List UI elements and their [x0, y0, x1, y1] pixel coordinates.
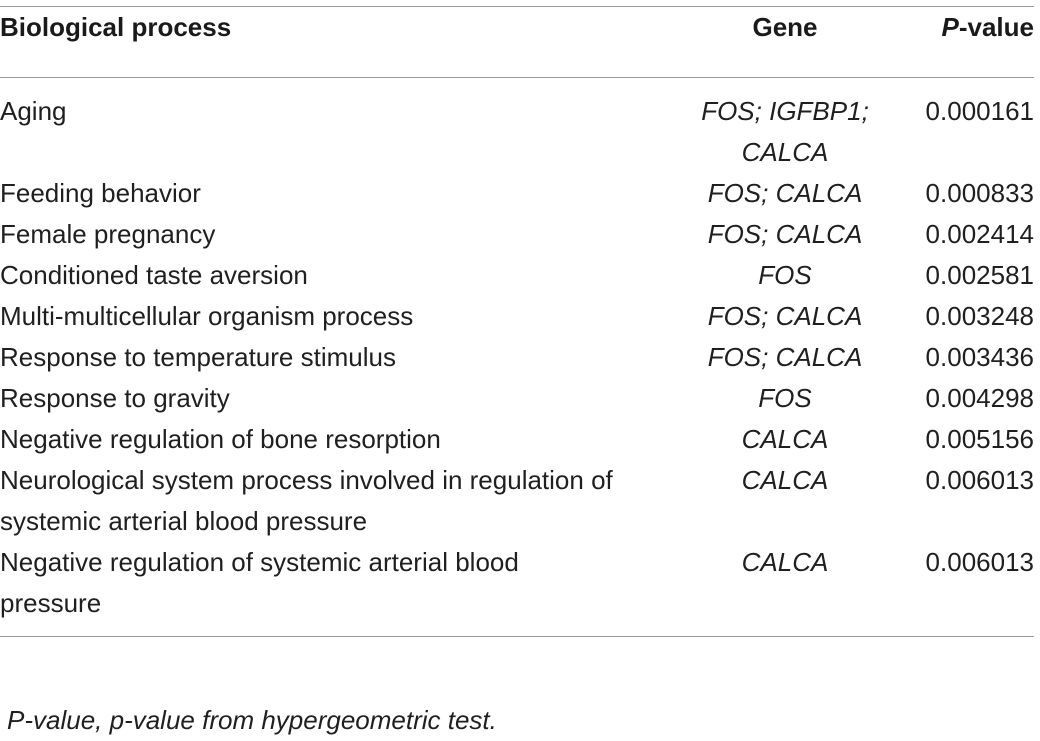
- table-row: Neurological system process involved in …: [0, 460, 1034, 542]
- process-cell: Multi-multicellular organism process: [0, 301, 414, 331]
- process-line: Neurological system process involved in …: [0, 465, 613, 495]
- p-value-cell: 0.006013: [925, 465, 1034, 495]
- gene-line: FOS; CALCA: [707, 301, 863, 331]
- table-row: Negative regulation of bone resorption C…: [0, 419, 1034, 460]
- gene-line: FOS; IGFBP1;: [701, 96, 869, 126]
- gene-line: FOS: [758, 260, 812, 290]
- process-cell: Conditioned taste aversion: [0, 260, 308, 290]
- gene-line: FOS; CALCA: [707, 342, 863, 372]
- process-cell: Neurological system process involved in …: [0, 460, 680, 542]
- header-gene: Gene: [752, 12, 818, 42]
- header-row: Biological process Gene P-value: [0, 6, 1035, 78]
- gene-cell: CALCA: [680, 419, 890, 460]
- process-cell: Feeding behavior: [0, 178, 201, 208]
- gene-line: CALCA: [741, 424, 829, 454]
- table-row: Negative regulation of systemic arterial…: [0, 542, 1034, 637]
- process-cell: Response to gravity: [0, 383, 230, 413]
- process-cell: Aging: [0, 96, 67, 126]
- table-body: Aging FOS; IGFBP1; CALCA 0.000161 Feedin…: [0, 78, 1034, 637]
- p-value-cell: 0.006013: [925, 547, 1034, 577]
- process-cell: Response to temperature stimulus: [0, 342, 396, 372]
- header-p-value-suffix: -value: [958, 12, 1034, 42]
- gene-line: FOS: [758, 383, 812, 413]
- process-cell: Female pregnancy: [0, 219, 216, 249]
- gene-cell: FOS; CALCA: [680, 173, 890, 214]
- table-header: Biological process Gene P-value: [0, 6, 1035, 78]
- table-row: Response to temperature stimulus FOS; CA…: [0, 337, 1034, 378]
- gene-cell: FOS; CALCA: [680, 337, 890, 378]
- table-footnote: P-value, p-value from hypergeometric tes…: [7, 705, 497, 735]
- p-value-cell: 0.003248: [925, 301, 1034, 331]
- table-row: Response to gravity FOS 0.004298: [0, 378, 1034, 419]
- p-value-cell: 0.005156: [925, 424, 1034, 454]
- gene-cell: FOS; IGFBP1; CALCA: [680, 78, 890, 174]
- enrichment-table: Biological process Gene P-value Aging FO…: [0, 6, 1034, 637]
- process-line: systemic arterial blood pressure: [0, 506, 368, 536]
- table-row: Female pregnancy FOS; CALCA 0.002414: [0, 214, 1034, 255]
- gene-cell: FOS: [680, 255, 890, 296]
- gene-line: CALCA: [741, 547, 829, 577]
- gene-cell: FOS: [680, 378, 890, 419]
- process-line: pressure: [0, 588, 102, 618]
- gene-line: FOS; CALCA: [707, 178, 863, 208]
- gene-line: CALCA: [741, 137, 829, 167]
- table-row: Aging FOS; IGFBP1; CALCA 0.000161: [0, 78, 1034, 174]
- header-biological-process: Biological process: [0, 12, 232, 42]
- p-value-cell: 0.000833: [925, 178, 1034, 208]
- gene-line: FOS; CALCA: [707, 219, 863, 249]
- header-p-value: P-value: [890, 7, 1035, 78]
- gene-line: CALCA: [741, 465, 829, 495]
- table-row: Feeding behavior FOS; CALCA 0.000833: [0, 173, 1034, 214]
- p-value-cell: 0.004298: [925, 383, 1034, 413]
- process-line: Negative regulation of systemic arterial…: [0, 547, 519, 577]
- p-value-cell: 0.000161: [925, 96, 1034, 126]
- gene-cell: CALCA: [680, 460, 890, 542]
- p-value-cell: 0.002414: [925, 219, 1034, 249]
- header-p-value-italic: P: [941, 12, 959, 42]
- process-cell: Negative regulation of bone resorption: [0, 424, 441, 454]
- p-value-cell: 0.002581: [925, 260, 1034, 290]
- process-cell: Negative regulation of systemic arterial…: [0, 542, 680, 637]
- table-row: Multi-multicellular organism process FOS…: [0, 296, 1034, 337]
- table-row: Conditioned taste aversion FOS 0.002581: [0, 255, 1034, 296]
- p-value-cell: 0.003436: [925, 342, 1034, 372]
- gene-cell: FOS; CALCA: [680, 296, 890, 337]
- gene-cell: CALCA: [680, 542, 890, 637]
- gene-cell: FOS; CALCA: [680, 214, 890, 255]
